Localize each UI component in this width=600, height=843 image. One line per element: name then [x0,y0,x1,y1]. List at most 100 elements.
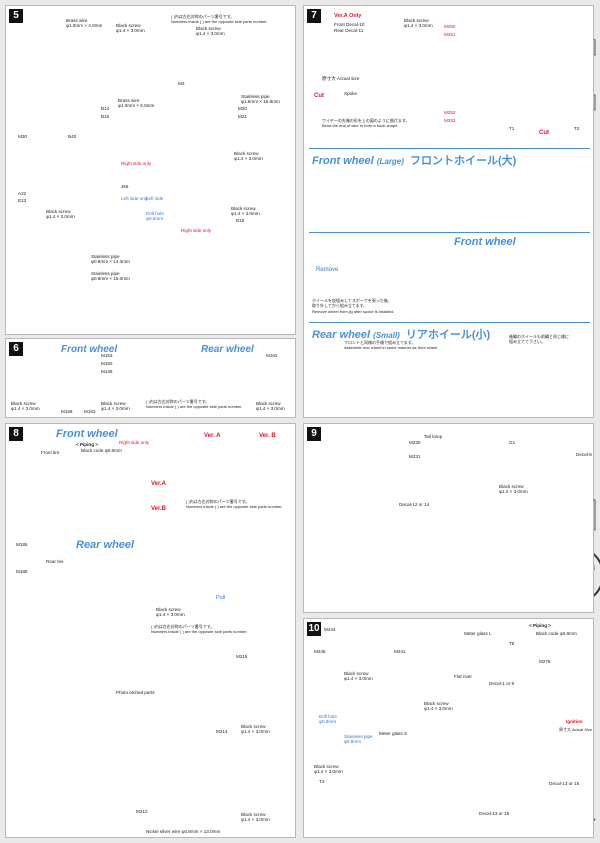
front-wheel-heading: Front wheel [61,344,118,355]
rear-wheel-small-size: (Small) [373,331,400,340]
right-side-only-label: Right side only [121,161,152,166]
front-decal-label: Front Decal-10 [334,22,365,27]
rear-wheel-small-jp: リアホイール(小) [405,329,491,341]
nickel-wire-label: Nickel silver wire φ0.8mm × 13.0mm [146,829,221,834]
version-b-inset-label: Ver. B [259,433,276,439]
part-number: M244 [324,627,336,632]
part-number: M158 [61,409,73,414]
actual-size-label: 原寸大 Actual size [322,76,360,81]
photo-etched-label: Photo etched parts [116,690,155,695]
divider [309,232,590,233]
opposite-parts-note: ( )内は左右対称のパーツ番号です。Numbers inside ( ) are… [186,499,283,510]
panel-step-10: 10 < Piping > Black code φ0.8mm Meter gl… [303,618,594,838]
part-number: T2 [574,126,580,131]
part-number: M21 [238,114,247,119]
version-a-inset-label: Ver. A [204,433,221,439]
step-number: 7 [307,9,321,23]
part-number: E23 [18,198,27,203]
decal-label-3: Decal-13 or 15 [549,781,580,786]
cut-label-2: Cut [539,130,549,136]
pull-label: Pull [216,595,226,601]
piping-heading: < Piping > [76,442,98,447]
part-number: J55 [121,184,129,189]
part-number: M212 [136,809,148,814]
part-number: M153 [101,353,113,358]
right-side-only-label: Right side only [119,440,150,445]
part-number: M275 [539,659,551,664]
rear-assemble-note: フロントと同様の手順で組み立てます。Assemble rear wheel in… [344,340,439,351]
ignition-label: Ignition [566,719,583,724]
opposite-parts-note: ( )内は左右対称のパーツ番号です。Numbers inside ( ) are… [146,399,243,410]
part-number: M251 [444,32,456,37]
bend-wire-note: ワイヤーの先端の形を上の図のように曲げます。Bend the end of wi… [322,118,410,129]
decal-label: Decal-6 [576,452,592,457]
part-number: M185 [16,542,28,547]
panel-step-8: 8 Front wheel < Piping > Black code φ0.8… [5,423,296,838]
part-number: G1 [509,440,516,445]
left-side-label: Left side [146,196,164,201]
version-b-label: Ver.B [151,506,167,512]
version-a-label: Ver.A Only [334,13,362,19]
panel-step-9: 9 Tail lamp Decal-6 Decal-12 or 14 Black… [303,423,594,613]
piping-detail: Black code φ0.8mm [81,448,122,453]
step-number: 5 [9,9,23,23]
rear-wheel-heading: Rear wheel [201,344,254,355]
part-number: M250 [444,24,456,29]
right-side-only-label-2: Right side only [181,228,212,233]
piping-detail: Black code φ0.8mm [536,631,577,636]
version-a-label: Ver.A [151,481,167,487]
part-number: M163 [84,409,96,414]
rear-tire-label: Rear tire [46,559,64,564]
front-wheel-heading: Front wheel [56,428,118,440]
rear-wheel-heading: Rear wheel [76,539,135,551]
remove-label: Remove [316,267,339,273]
part-number: M252 [444,110,456,115]
meter-glass-l-label: Meter glass L [464,631,492,636]
decal-label: Decal-1 or 9 [489,681,515,686]
step-number: 10 [307,622,321,636]
front-wheel-heading: Front wheel [454,236,516,248]
part-number: M3 [178,81,185,86]
flat-rivet-label: Flat rivet [454,674,472,679]
part-number: T4 [319,779,325,784]
part-number: M188 [16,569,28,574]
front-wheel-large-jp: フロントホイール(大) [409,155,517,167]
left-side-only-label: Left side only [121,196,149,201]
part-number: M20 [238,106,247,111]
rear-decal-label: Rear Decal-11 [334,28,364,33]
rear-wheel-small-heading: Rear wheel (Small) リアホイール(小) [312,326,490,342]
part-number: M150 [101,361,113,366]
part-number: M241 [394,649,406,654]
remove-note: ホイールを仮組みしてスポークを張った後、取り外してから組み立てます。Remove… [312,298,395,314]
divider [309,322,590,323]
opposite-parts-note: ( )内は左右対称のパーツ番号です。Numbers inside ( ) are… [171,14,268,25]
front-wheel-large-title: Front wheel [312,155,374,167]
actual-size-label: 原寸大 Actual Size [559,727,593,732]
part-number: T5 [509,641,515,646]
front-tire-label: Front tire [41,450,60,455]
part-number: M162 [266,353,278,358]
part-number: B15 [236,218,245,223]
panel-step-7: 7 Ver.A Only Front Decal-10 Rear Decal-1… [303,5,594,418]
part-number: B16 [101,114,110,119]
part-number: T1 [509,126,515,131]
front-wheel-large-heading: Front wheel (Large) フロントホイール(大) [312,152,516,168]
cut-label: Cut [314,93,324,99]
opposite-parts-note-2: ( )内は左右対称のパーツ番号です。Numbers inside ( ) are… [151,624,248,635]
part-number: M214 [216,729,228,734]
rear-assemble-note-2: 後輪のホイールも前輪と同じ様に組み立てて下さい。 [509,334,569,345]
